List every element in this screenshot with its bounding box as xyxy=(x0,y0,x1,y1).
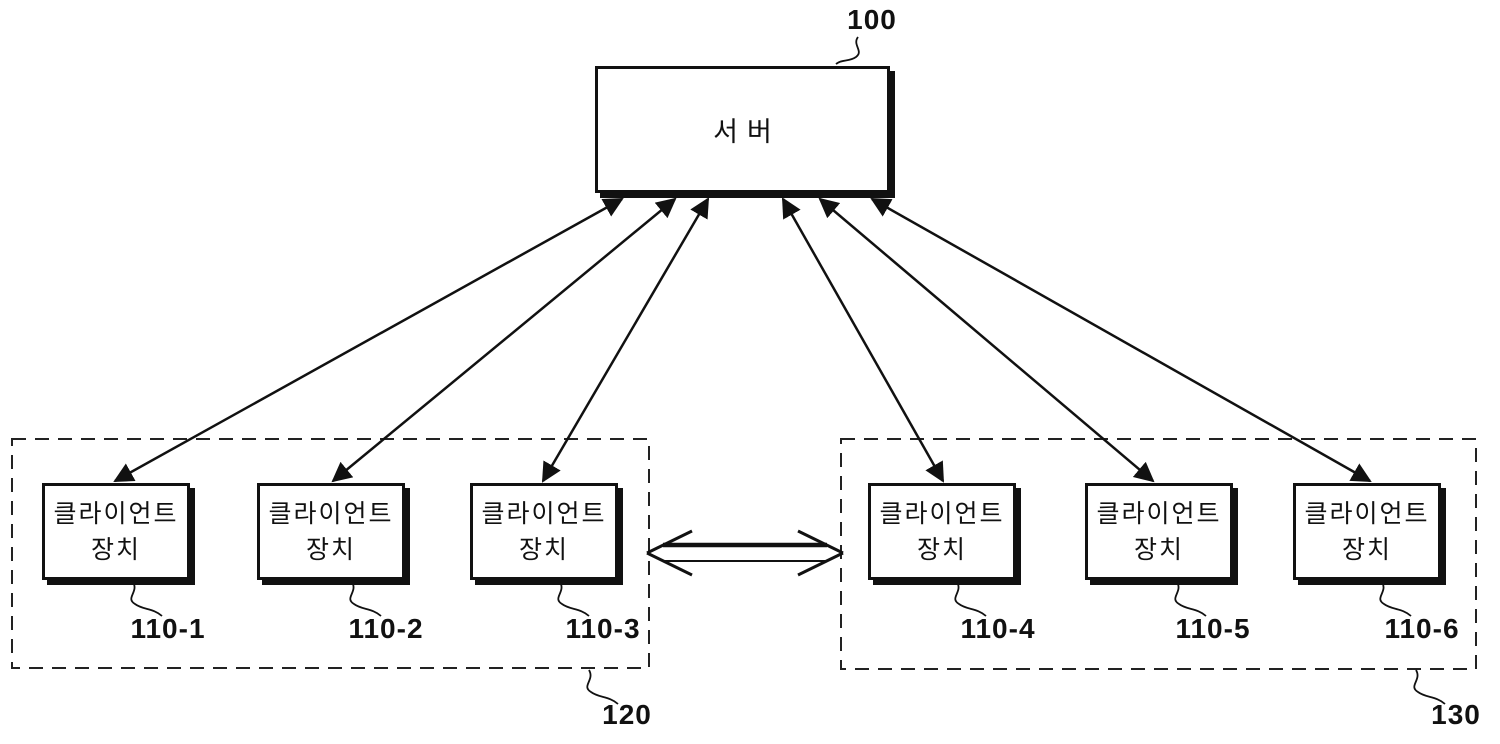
leader-110-1 xyxy=(130,581,163,617)
ref-label-110-3: 110-3 xyxy=(565,613,641,644)
client-device-box-110-1: 클라이언트 장치 xyxy=(42,483,190,580)
client-device-box-110-5: 클라이언트 장치 xyxy=(1085,483,1233,580)
client-device-box-110-4: 클라이언트 장치 xyxy=(868,483,1016,580)
leader-110-3 xyxy=(557,581,590,617)
client-device-label-line2: 장치 xyxy=(916,535,967,564)
client-device-label-line1: 클라이언트 xyxy=(1304,499,1430,528)
ref-label-110-1: 110-1 xyxy=(130,613,206,644)
client-device-label-line2: 장치 xyxy=(1133,535,1184,564)
client-device-box-110-3: 클라이언트 장치 xyxy=(470,483,618,580)
ref-label-100: 100 xyxy=(847,4,897,35)
server-client-arrows xyxy=(113,197,1372,483)
ref-label-110-2: 110-2 xyxy=(348,613,424,644)
arrow-server-110-4 xyxy=(781,197,945,483)
client-device-label-line2: 장치 xyxy=(1341,535,1392,564)
ref-label-110-6: 110-6 xyxy=(1384,613,1460,644)
client-device-label-line2: 장치 xyxy=(518,535,569,564)
server-label: 서버 xyxy=(713,117,781,147)
leader-110-4 xyxy=(954,581,987,617)
leader-120 xyxy=(586,669,619,705)
client-device-label-line1: 클라이언트 xyxy=(879,499,1005,528)
leader-110-2 xyxy=(349,581,382,617)
ref-label-120: 120 xyxy=(602,699,652,730)
leader-110-6 xyxy=(1379,581,1412,617)
leader-100 xyxy=(835,36,860,65)
group-link-arrow xyxy=(646,529,844,577)
client-device-label-line1: 클라이언트 xyxy=(53,499,179,528)
server-box: 서버 xyxy=(595,66,890,193)
client-device-label-line1: 클라이언트 xyxy=(1096,499,1222,528)
leader-lines xyxy=(130,36,1446,705)
arrow-server-110-3 xyxy=(541,197,710,483)
ref-label-110-4: 110-4 xyxy=(960,613,1036,644)
leader-110-5 xyxy=(1174,581,1207,617)
client-device-box-110-6: 클라이언트 장치 xyxy=(1293,483,1441,580)
client-device-box-110-2: 클라이언트 장치 xyxy=(257,483,405,580)
ref-label-130: 130 xyxy=(1431,699,1481,730)
leader-130 xyxy=(1413,669,1446,705)
client-device-label-line1: 클라이언트 xyxy=(481,499,607,528)
client-device-label-line2: 장치 xyxy=(305,535,356,564)
client-device-label-line1: 클라이언트 xyxy=(268,499,394,528)
ref-label-110-5: 110-5 xyxy=(1175,613,1251,644)
client-device-label-line2: 장치 xyxy=(90,535,141,564)
arrow-server-110-6 xyxy=(870,197,1372,483)
group-120-boundary xyxy=(11,438,650,669)
